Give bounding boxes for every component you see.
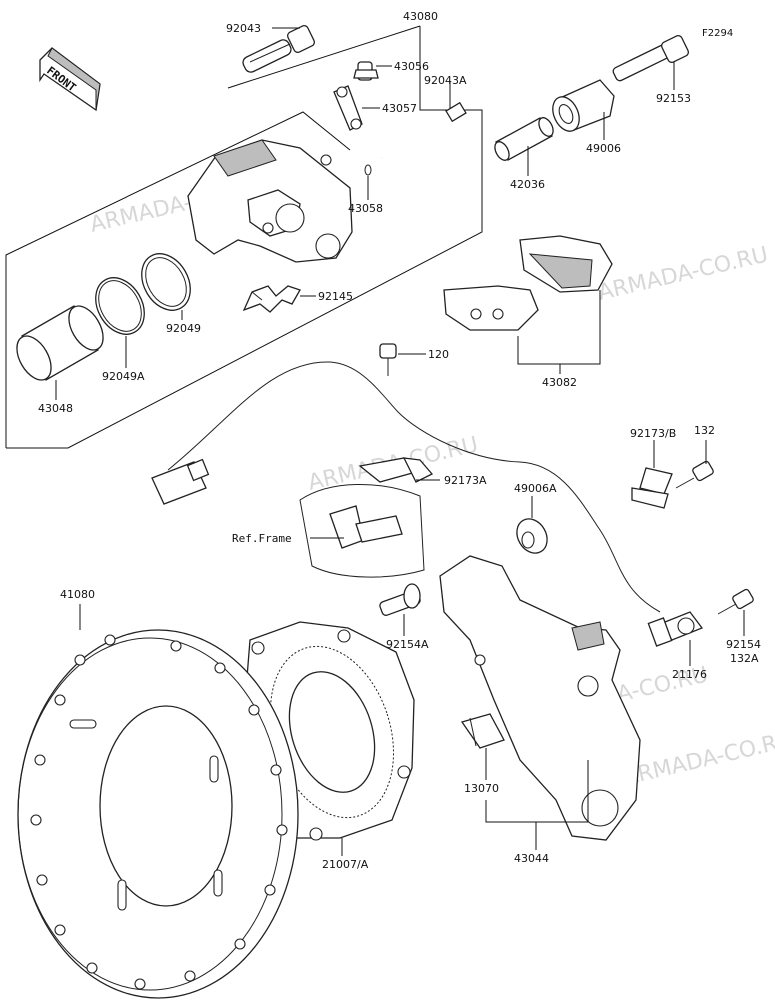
- ref-frame-label: Ref.Frame: [232, 532, 292, 545]
- caliper-bracket-43044: [439, 555, 641, 841]
- boot-49006: [552, 79, 615, 132]
- bolt-120: [379, 343, 397, 376]
- label-43082: 43082: [542, 376, 577, 389]
- bolt-92153: [612, 34, 690, 82]
- piston-43048: [16, 305, 104, 381]
- label-42036: 42036: [510, 178, 545, 191]
- bolt-92154A: [379, 583, 421, 616]
- label-132A: 132A: [730, 652, 759, 665]
- label-41080: 41080: [60, 588, 95, 601]
- clamp-92173A: [358, 457, 434, 483]
- pin-92043A: [381, 101, 467, 160]
- label-132: 132: [694, 424, 715, 437]
- label-43058: 43058: [348, 202, 383, 215]
- label-43056: 43056: [394, 60, 429, 73]
- frame-id: F2294: [702, 28, 733, 39]
- pad-spring-13070: [460, 713, 505, 749]
- wire-connector: [151, 458, 210, 505]
- label-49006A: 49006A: [514, 482, 557, 495]
- label-49006: 49006: [586, 142, 621, 155]
- bolt-132: [675, 460, 714, 489]
- oring-43058: [364, 164, 372, 176]
- label-92173B: 92173/B: [630, 427, 676, 440]
- label-43044: 43044: [514, 852, 549, 865]
- caliper-group-top: [227, 25, 421, 89]
- watermark-6: ARMADA-CO.RU: [621, 727, 775, 790]
- ref-frame-inset: [299, 484, 425, 578]
- seal-92049A: [95, 277, 145, 335]
- label-43048: 43048: [38, 402, 73, 415]
- front-arrow-icon: FRONT: [39, 47, 101, 112]
- label-92043: 92043: [226, 22, 261, 35]
- caliper-group-frame: [5, 111, 351, 448]
- grommet-49006A: [516, 518, 548, 554]
- label-92154A: 92154A: [386, 638, 429, 651]
- label-120: 120: [428, 348, 449, 361]
- label-13070: 13070: [464, 782, 499, 795]
- part-labels: 92043 43080 43056 92043A 43057 92153 490…: [38, 10, 761, 871]
- spring-92145: [242, 285, 301, 313]
- label-92145: 92145: [318, 290, 353, 303]
- label-92173A: 92173A: [444, 474, 487, 487]
- leader-43044: [485, 760, 589, 823]
- watermark-2: ARMADA-CO.RU: [596, 242, 771, 305]
- caliper-body: [187, 139, 353, 263]
- bleeder-43056: [353, 61, 379, 81]
- bolt-92154: [717, 588, 754, 615]
- sensor-21176: [647, 611, 704, 647]
- sensor-wire: [167, 361, 661, 613]
- label-92043A: 92043A: [424, 74, 467, 87]
- leader-43082: [517, 290, 601, 365]
- label-92154: 92154: [726, 638, 761, 651]
- sleeve-42036: [494, 117, 554, 161]
- label-92049A: 92049A: [102, 370, 145, 383]
- cap-43057: [333, 85, 363, 131]
- brake-pads-43082: [443, 235, 613, 331]
- label-21007A: 21007/A: [322, 858, 369, 871]
- label-43057: 43057: [382, 102, 417, 115]
- brake-disc-41080: [17, 629, 299, 999]
- label-21176: 21176: [672, 668, 707, 681]
- caliper-group-frame-right: [6, 26, 483, 449]
- bolt-92043: [242, 24, 316, 73]
- clamp-92173B: [631, 467, 673, 509]
- label-92049: 92049: [166, 322, 201, 335]
- label-43080: 43080: [403, 10, 438, 23]
- label-92153: 92153: [656, 92, 691, 105]
